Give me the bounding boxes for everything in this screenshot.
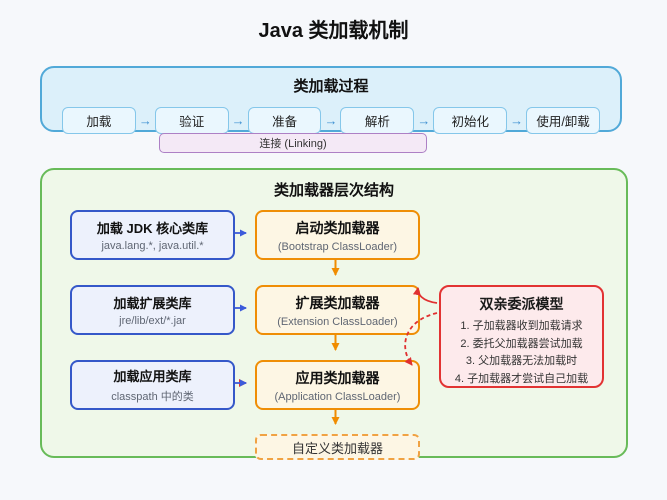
process-title: 类加载过程 [293,78,369,95]
step-verify: 验证 [154,107,229,134]
lib-jdk-core: 加载 JDK 核心类库 java.lang.*, java.util.* [70,210,235,260]
lib-application-title: 加载应用类库 [113,369,192,384]
step-load: 加载 [62,107,136,134]
application-classloader-sub: (Application ClassLoader) [274,390,401,403]
hierarchy-container: 类加载器层次结构 加载 JDK 核心类库 java.lang.*, java.u… [40,168,628,460]
lib-extension: 加载扩展类库 jre/lib/ext/*.jar [70,285,235,335]
lib-application: 加载应用类库 classpath 中的类 [70,360,235,410]
custom-classloader: 自定义类加载器 [255,434,420,460]
bootstrap-classloader-title: 启动类加载器 [295,219,380,236]
step-prepare: 准备 [247,107,322,134]
delegation-step-4: 4. 子加载器才尝试自己加载 [454,372,589,385]
extension-classloader: 扩展类加载器 (Extension ClassLoader) [255,285,420,335]
step-resolve: 解析 [340,107,415,134]
extension-classloader-title: 扩展类加载器 [295,294,380,311]
parent-delegation-title: 双亲委派模型 [479,296,564,312]
bootstrap-classloader: 启动类加载器 (Bootstrap ClassLoader) [255,210,420,260]
delegation-step-2: 2. 委托父加载器尝试加载 [460,337,583,350]
arrow-right-icon: → [324,113,338,128]
lib-jdk-core-sub: java.lang.*, java.util.* [101,240,204,252]
bootstrap-classloader-sub: (Bootstrap ClassLoader) [277,240,398,253]
application-classloader: 应用类加载器 (Application ClassLoader) [255,360,420,410]
lib-extension-title: 加载扩展类库 [113,296,192,311]
lib-jdk-core-title: 加载 JDK 核心类库 [96,221,209,236]
process-steps-row: 加载 → 验证 → 准备 → 解析 → 初始化 → 使用/卸载 [62,107,600,134]
arrow-right-icon: → [417,113,431,128]
step-initialize: 初始化 [433,107,508,134]
page-title: Java 类加载机制 [258,20,409,42]
arrow-right-icon: → [138,113,152,128]
delegation-step-3: 3. 父加载器无法加载时 [465,355,578,368]
lib-extension-sub: jre/lib/ext/*.jar [119,315,186,327]
hierarchy-title: 类加载器层次结构 [273,182,394,199]
linking-label: 连接 (Linking) [159,133,427,153]
arrow-right-icon: → [231,113,245,128]
arrow-right-icon: → [510,113,524,128]
extension-classloader-sub: (Extension ClassLoader) [277,315,398,328]
lib-application-sub: classpath 中的类 [111,391,194,403]
application-classloader-title: 应用类加载器 [295,369,380,386]
process-container: 类加载过程 加载 → 验证 → 准备 → 解析 → 初始化 → 使用/卸载 [40,66,622,134]
parent-delegation-panel: 双亲委派模型 1. 子加载器收到加载请求 2. 委托父加载器尝试加载 3. 父加… [439,285,604,388]
delegation-step-1: 1. 子加载器收到加载请求 [460,320,583,332]
step-use-unload: 使用/卸载 [526,107,600,134]
